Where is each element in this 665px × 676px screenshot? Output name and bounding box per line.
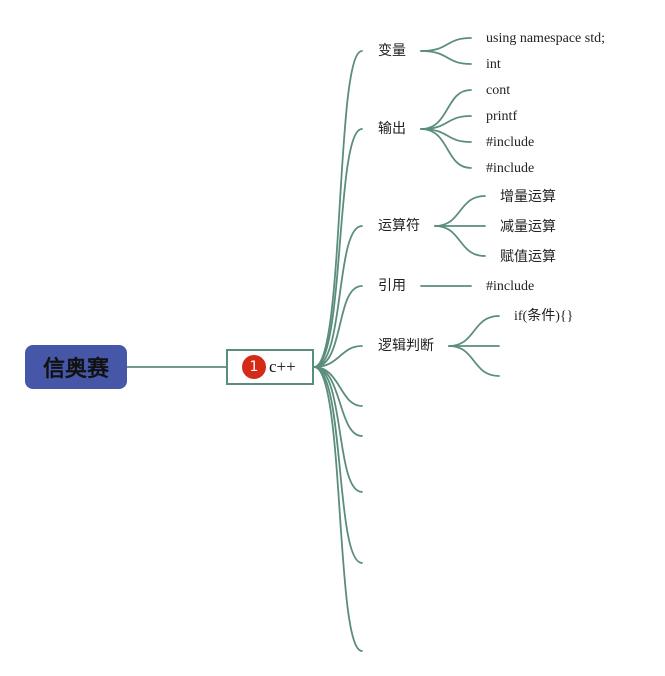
main-topic-node[interactable]: 1 c++: [226, 349, 314, 385]
branch-line-bianliang: [313, 50, 363, 368]
leaf-yunsuanfu-3[interactable]: 赋值运算: [500, 249, 556, 265]
leaf-bianliang-1[interactable]: using namespace std;: [486, 31, 605, 46]
subline-shuchu-4: [420, 128, 472, 169]
subline-bianliang-1: [420, 37, 472, 52]
leaf-luoji-1[interactable]: if(条件){}: [514, 309, 574, 324]
leaf-bianliang-2[interactable]: int: [486, 57, 501, 72]
leaf-yunsuanfu-1[interactable]: 增量运算: [500, 189, 556, 205]
leaf-yinyong-1[interactable]: #include: [486, 279, 535, 294]
root-topic-node[interactable]: 信奥赛: [25, 345, 127, 389]
leaf-shuchu-1[interactable]: cont: [486, 83, 511, 98]
branch-line-shuchu: [313, 128, 363, 368]
branch-line-yinyong: [313, 285, 363, 368]
subline-yunsuanfu-1: [434, 195, 486, 227]
subline-luoji-1: [448, 315, 500, 347]
subline-bianliang-2: [420, 50, 472, 65]
branch-line-empty-3: [313, 366, 363, 493]
topic-shuchu[interactable]: 输出: [378, 121, 406, 137]
leaf-yunsuanfu-2[interactable]: 减量运算: [500, 219, 556, 235]
topic-yunsuanfu[interactable]: 运算符: [378, 218, 420, 234]
topic-yinyong[interactable]: 引用: [378, 278, 406, 294]
leaf-shuchu-2[interactable]: printf: [486, 109, 518, 124]
topic-luoji[interactable]: 逻辑判断: [378, 338, 434, 354]
subline-yunsuanfu-3: [434, 225, 486, 257]
branch-line-empty-4: [313, 366, 363, 564]
leaf-shuchu-4[interactable]: #include: [486, 161, 535, 176]
topic-bianliang[interactable]: 变量: [378, 43, 406, 59]
branch-line-luoji: [313, 345, 363, 368]
branch-line-yunsuanfu: [313, 225, 363, 368]
priority-one-icon: 1: [242, 355, 266, 379]
subline-luoji-3: [448, 345, 500, 377]
main-topic-label: c++: [269, 357, 296, 376]
root-topic-label: 信奥赛: [42, 357, 109, 382]
branch-line-empty-5: [313, 366, 363, 652]
leaf-shuchu-3[interactable]: #include: [486, 135, 535, 150]
